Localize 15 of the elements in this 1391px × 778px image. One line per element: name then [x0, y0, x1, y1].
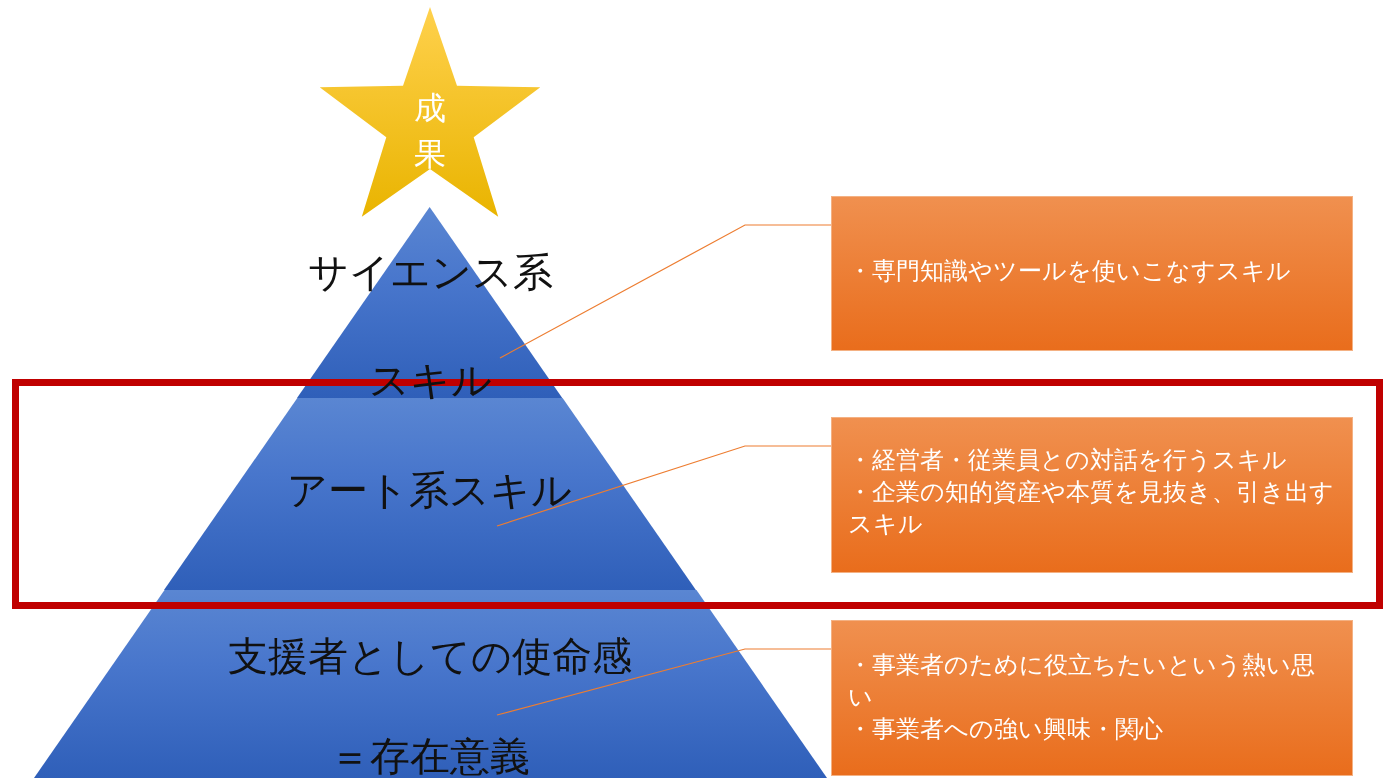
tier-label: アート系スキル — [286, 466, 574, 515]
tier-label: 支援者としての使命感＝存在意義 — [227, 632, 633, 778]
bullet-text: ・専門知識やツールを使いこなすスキル — [848, 256, 1292, 287]
leader-line — [496, 445, 832, 527]
description-box — [831, 196, 1353, 351]
bullet-text: ・経営者・従業員との対話を行うスキル — [848, 445, 1288, 476]
bullet-text: ・事業者への強い興味・関心 — [848, 714, 1164, 745]
description-box — [831, 620, 1353, 776]
star-label: 成果 — [413, 88, 447, 175]
pyramid-tier — [33, 590, 827, 778]
bullet-text: ・事業者のために役立ちたいという熱い思い — [848, 650, 1316, 713]
bullet-text: ・企業の知的資産や本質を見抜き、引き出すスキル — [848, 477, 1335, 540]
leader-line — [499, 224, 832, 359]
leader-line — [496, 648, 832, 716]
description-box — [831, 417, 1353, 573]
